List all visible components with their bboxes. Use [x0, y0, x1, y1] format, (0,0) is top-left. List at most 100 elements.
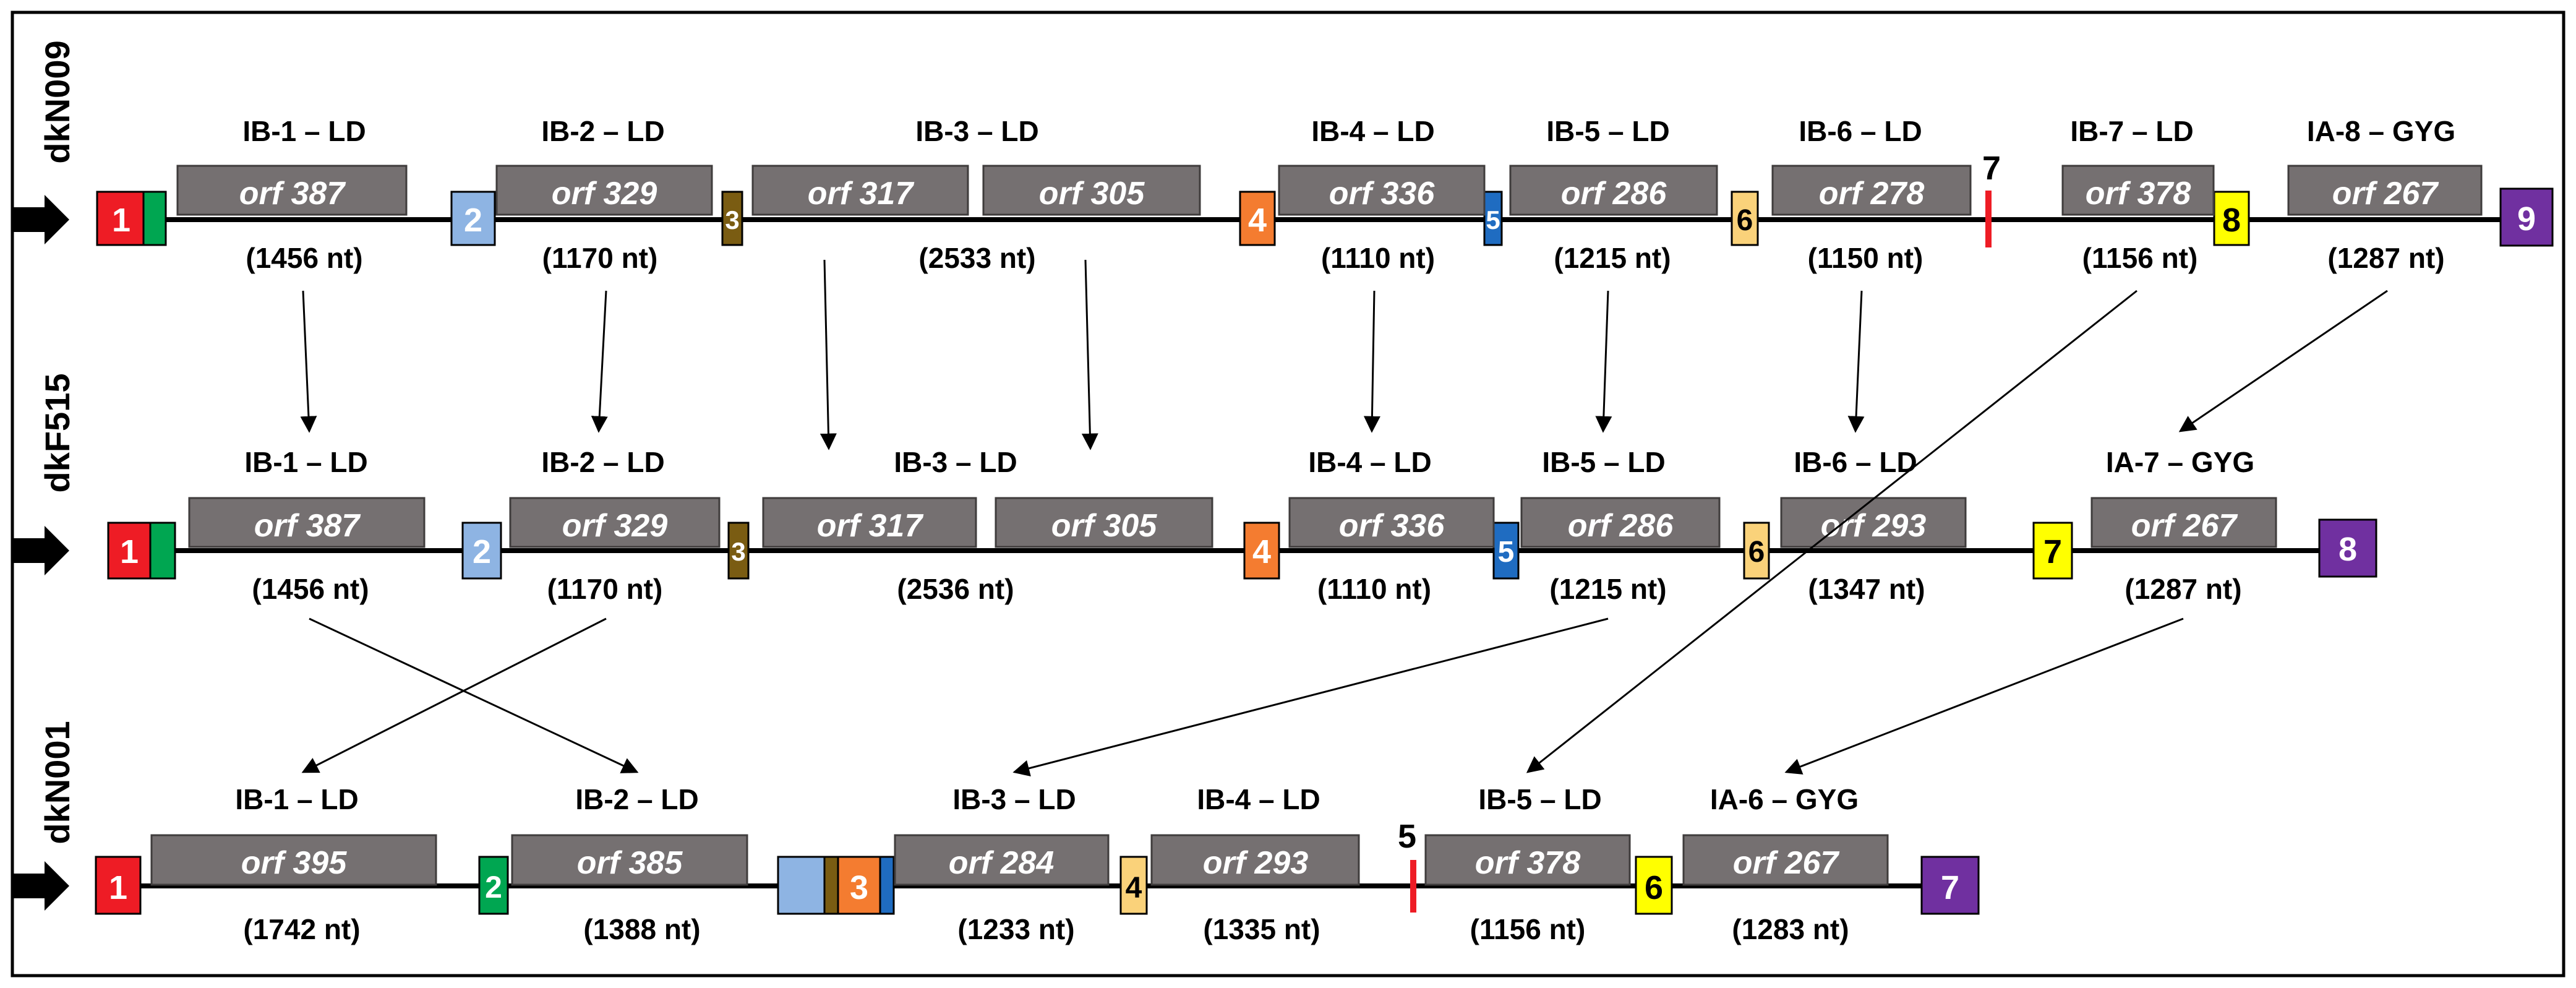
block-length: (1456 nt): [246, 242, 362, 274]
block-length: (1456 nt): [252, 573, 369, 605]
orf-label: orf 293: [1821, 508, 1927, 544]
segment-label: 9: [2517, 200, 2536, 238]
orf-box: [1424, 834, 1631, 886]
segment-label: 6: [1645, 869, 1663, 906]
segment-box: [2032, 522, 2073, 580]
mapping-arrow: [1363, 290, 1380, 433]
segment-label: 1: [120, 533, 139, 570]
segment-box: [1239, 191, 1276, 246]
segment-box: [1483, 191, 1503, 246]
segment-box: [2499, 187, 2554, 247]
mapping-arrow: [1595, 290, 1612, 433]
block-length: (1170 nt): [542, 242, 658, 274]
block-length: (1170 nt): [547, 573, 663, 605]
orf-box: [495, 165, 713, 216]
start-arrow-icon: [14, 526, 69, 575]
orf-label: orf 286: [1568, 508, 1674, 544]
block-title: IB-6 – LD: [1799, 115, 1922, 147]
block-title: IA-8 – GYG: [2307, 115, 2455, 147]
mapping-arrow: [1526, 290, 2137, 773]
orf-box: [509, 497, 721, 548]
segment-label: 5: [1498, 536, 1515, 569]
row-label-dkN009: dkN009: [38, 40, 77, 163]
block-length: (1156 nt): [1470, 913, 1586, 945]
orf-label: orf 267: [1733, 845, 1840, 881]
segment-box: [1743, 522, 1770, 580]
row-label-dkN001: dkN001: [38, 721, 77, 844]
block-length: (1215 nt): [1554, 242, 1671, 274]
orf-box: [894, 834, 1110, 886]
orf-label: orf 336: [1339, 508, 1445, 544]
segment-label: 2: [464, 202, 482, 239]
block-title: IB-1 – LD: [242, 115, 366, 147]
row-label-dkF515: dkF515: [38, 374, 77, 493]
orf-label: orf 378: [1475, 845, 1581, 881]
start-arrow-icon: [14, 195, 69, 244]
mapping-arrow: [591, 290, 608, 433]
orf-label: orf 395: [241, 845, 348, 881]
segment-box: [1635, 856, 1673, 915]
segment-label: 5: [1486, 205, 1500, 234]
orf-label: orf 387: [254, 508, 361, 544]
mapping-arrow: [2178, 290, 2388, 432]
row-dkN001: 1 2 3 4 5 6 7 IB-1 – LD orf 395 (1742 nt…: [95, 783, 1980, 945]
segment-marker-label: 7: [1982, 150, 2001, 187]
segment-box: [1492, 522, 1520, 580]
orf-label: orf 385: [577, 845, 683, 881]
segment-box: [95, 856, 142, 915]
block-title: IB-6 – LD: [1794, 446, 1917, 478]
orf-label: orf 378: [2086, 176, 2191, 212]
mapping-arrow: [1784, 617, 2184, 775]
orf-label: orf 387: [239, 176, 346, 212]
block-title: IB-7 – LD: [2070, 115, 2193, 147]
block-title: IB-5 – LD: [1542, 446, 1665, 478]
mapping-arrow: [300, 290, 317, 433]
orf-box: [150, 834, 437, 886]
orf-label: orf 317: [808, 176, 915, 212]
orf-box: [1150, 834, 1360, 886]
block-length: (1110 nt): [1317, 573, 1431, 605]
orf-label: orf 284: [949, 845, 1055, 881]
block-length: (1335 nt): [1203, 913, 1320, 945]
mapping-arrow: [1081, 259, 1098, 450]
block-length: (2533 nt): [918, 242, 1035, 274]
block-title: IB-2 – LD: [541, 446, 664, 478]
block-length: (1110 nt): [1321, 242, 1435, 274]
orf-label: orf 267: [2131, 508, 2238, 544]
orf-box: [982, 165, 1201, 216]
block-title: IB-3 – LD: [915, 115, 1038, 147]
figure-border: [11, 11, 2565, 977]
segment-box: [1119, 856, 1148, 915]
orf-box: [995, 497, 1213, 548]
mapping-arrow: [819, 259, 837, 450]
block-title: IB-1 – LD: [235, 783, 358, 815]
segment-label: 7: [2043, 533, 2062, 570]
composite-part: [837, 856, 881, 915]
block-title: IA-7 – GYG: [2106, 446, 2254, 478]
orf-box: [1520, 497, 1721, 548]
segment-box: [1731, 191, 1759, 246]
block-length: (1287 nt): [2125, 573, 2241, 605]
segment-box: [96, 191, 145, 246]
segment-tail: [149, 522, 176, 580]
segment-marker-label: 5: [1398, 818, 1416, 855]
orf-label: orf 305: [1039, 176, 1145, 212]
segment-label: 2: [485, 870, 502, 904]
segment-label: 4: [1248, 202, 1267, 239]
row-dkF515: 1 2 3 4 5 6 7 8 IB-1 – LD orf 387 (1456 …: [107, 446, 2377, 605]
block-title: IB-4 – LD: [1311, 115, 1434, 147]
orf-box: [1278, 165, 1486, 216]
orf-label: orf 329: [552, 176, 657, 212]
mapping-arrow: [301, 617, 607, 773]
mapping-arrows: [300, 259, 2388, 776]
block-length: (1283 nt): [1732, 913, 1849, 945]
orf-label: orf 293: [1203, 845, 1309, 881]
block-length: (1347 nt): [1808, 573, 1925, 605]
orf-box: [2061, 165, 2215, 216]
block-title: IB-5 – LD: [1546, 115, 1669, 147]
orf-label: orf 286: [1561, 176, 1667, 212]
mapping-arrow: [1012, 617, 1609, 776]
block-title: IB-2 – LD: [575, 783, 698, 815]
segment-box: [2318, 518, 2377, 578]
orf-label: orf 305: [1051, 508, 1158, 544]
